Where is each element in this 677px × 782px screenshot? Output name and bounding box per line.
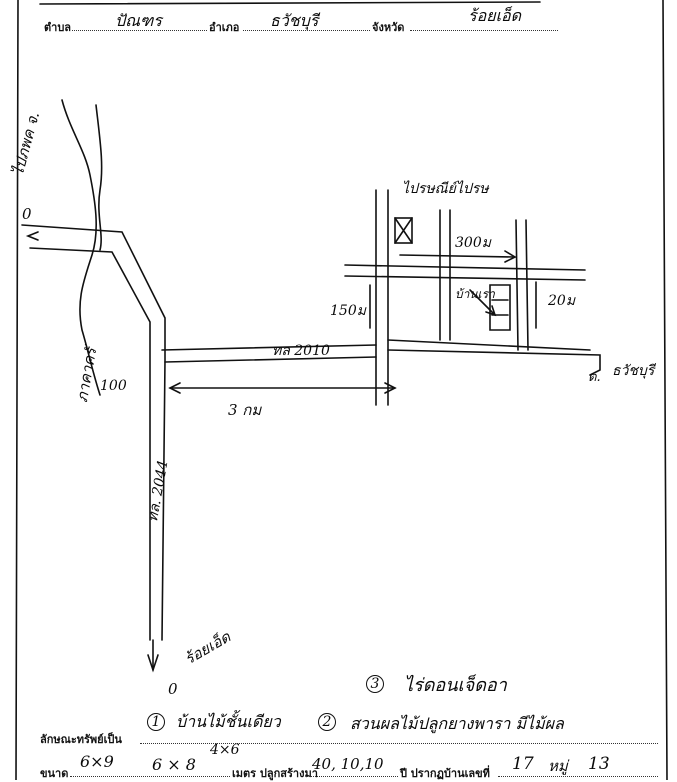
district-label: อำเภอ bbox=[209, 21, 240, 34]
main-road-bottom bbox=[164, 356, 377, 363]
property-dots bbox=[140, 743, 658, 744]
label-distance-right: 20ม bbox=[548, 293, 576, 309]
moo-label: หมู่ bbox=[548, 757, 568, 775]
circle2-mark: 2 bbox=[318, 713, 336, 731]
meter-label: เมตร ปลูกสร้างมา bbox=[232, 767, 318, 780]
label-cluster-top: ไปรษณีย์ไปรษ bbox=[402, 181, 489, 197]
province-value: ร้อยเอ็ด bbox=[468, 6, 522, 25]
label-distance-bottom: 3 กม bbox=[228, 401, 262, 419]
distance-arrow-left bbox=[168, 382, 181, 394]
street-h3 bbox=[387, 339, 591, 351]
size-label: ขนาด bbox=[40, 767, 69, 780]
district-value: ธวัชบุรี bbox=[270, 11, 319, 30]
right-border-line bbox=[662, 0, 668, 780]
size3: 4×6 bbox=[210, 742, 240, 758]
label-road-left-number: 100 bbox=[100, 378, 127, 394]
subdistrict-value: ปัณฑร bbox=[115, 11, 162, 30]
target-box-cross bbox=[394, 217, 413, 244]
label-right-road-prefix: ต. bbox=[588, 370, 601, 385]
house-number: 17 bbox=[512, 754, 534, 774]
district-dots bbox=[243, 30, 370, 31]
circle3-mark: 3 bbox=[366, 675, 384, 693]
label-right-road: ธวัชบุรี bbox=[612, 363, 655, 379]
street-v6 bbox=[525, 219, 529, 351]
year-label: ปี ปรากฏบ้านเลขที่ bbox=[400, 767, 490, 780]
street-h2 bbox=[344, 275, 586, 281]
size1: 6×9 bbox=[80, 752, 114, 771]
road-left-outer bbox=[161, 349, 166, 641]
left-border-line bbox=[15, 0, 19, 780]
item1-text: บ้านไม้ชั้นเดียว bbox=[176, 712, 281, 731]
label-distance-top: 300ม bbox=[455, 235, 491, 251]
header-underline bbox=[39, 1, 541, 5]
distance-arrow-300 bbox=[504, 250, 517, 263]
distance-line-300 bbox=[399, 254, 516, 258]
label-house: บ้านเรา bbox=[455, 287, 495, 301]
stream-line-2 bbox=[95, 104, 103, 251]
label-distance-left: 150ม bbox=[330, 303, 366, 319]
road-top-left-inner bbox=[29, 247, 151, 641]
circle1-mark: 1 bbox=[147, 713, 165, 731]
label-bottom-zero: 0 bbox=[168, 680, 178, 698]
province-label: จังหวัด bbox=[372, 21, 405, 34]
moo-value: 13 bbox=[588, 754, 610, 774]
arrow-top-left bbox=[25, 231, 39, 241]
house-number-dots bbox=[498, 776, 658, 777]
right-road bbox=[387, 349, 601, 376]
label-top-left-zero: 0 bbox=[22, 205, 32, 223]
subdistrict-label: ตำบล bbox=[44, 21, 72, 34]
street-v5 bbox=[515, 219, 519, 351]
target-box bbox=[394, 217, 413, 244]
label-road-main: ทล 2010 bbox=[272, 343, 330, 359]
years-dots bbox=[306, 776, 398, 777]
subdistrict-dots bbox=[72, 30, 207, 31]
size2: 6 × 8 bbox=[152, 755, 196, 774]
house-arrow bbox=[469, 289, 497, 317]
stream-line bbox=[61, 99, 101, 396]
street-h1 bbox=[344, 264, 586, 271]
size-dots bbox=[70, 776, 230, 777]
road-top-left bbox=[21, 224, 166, 351]
item2-text: สวนผลไม้ปลูกยางพารา มีไม้ผล bbox=[350, 714, 564, 733]
main-road-top bbox=[161, 344, 377, 351]
years-value: 40, 10,10 bbox=[312, 755, 384, 773]
property-label: ลักษณะทรัพย์เป็น bbox=[40, 733, 122, 746]
circle3-text: ไร่ดอนเจ็ดอา bbox=[404, 675, 507, 696]
province-dots bbox=[410, 30, 558, 31]
